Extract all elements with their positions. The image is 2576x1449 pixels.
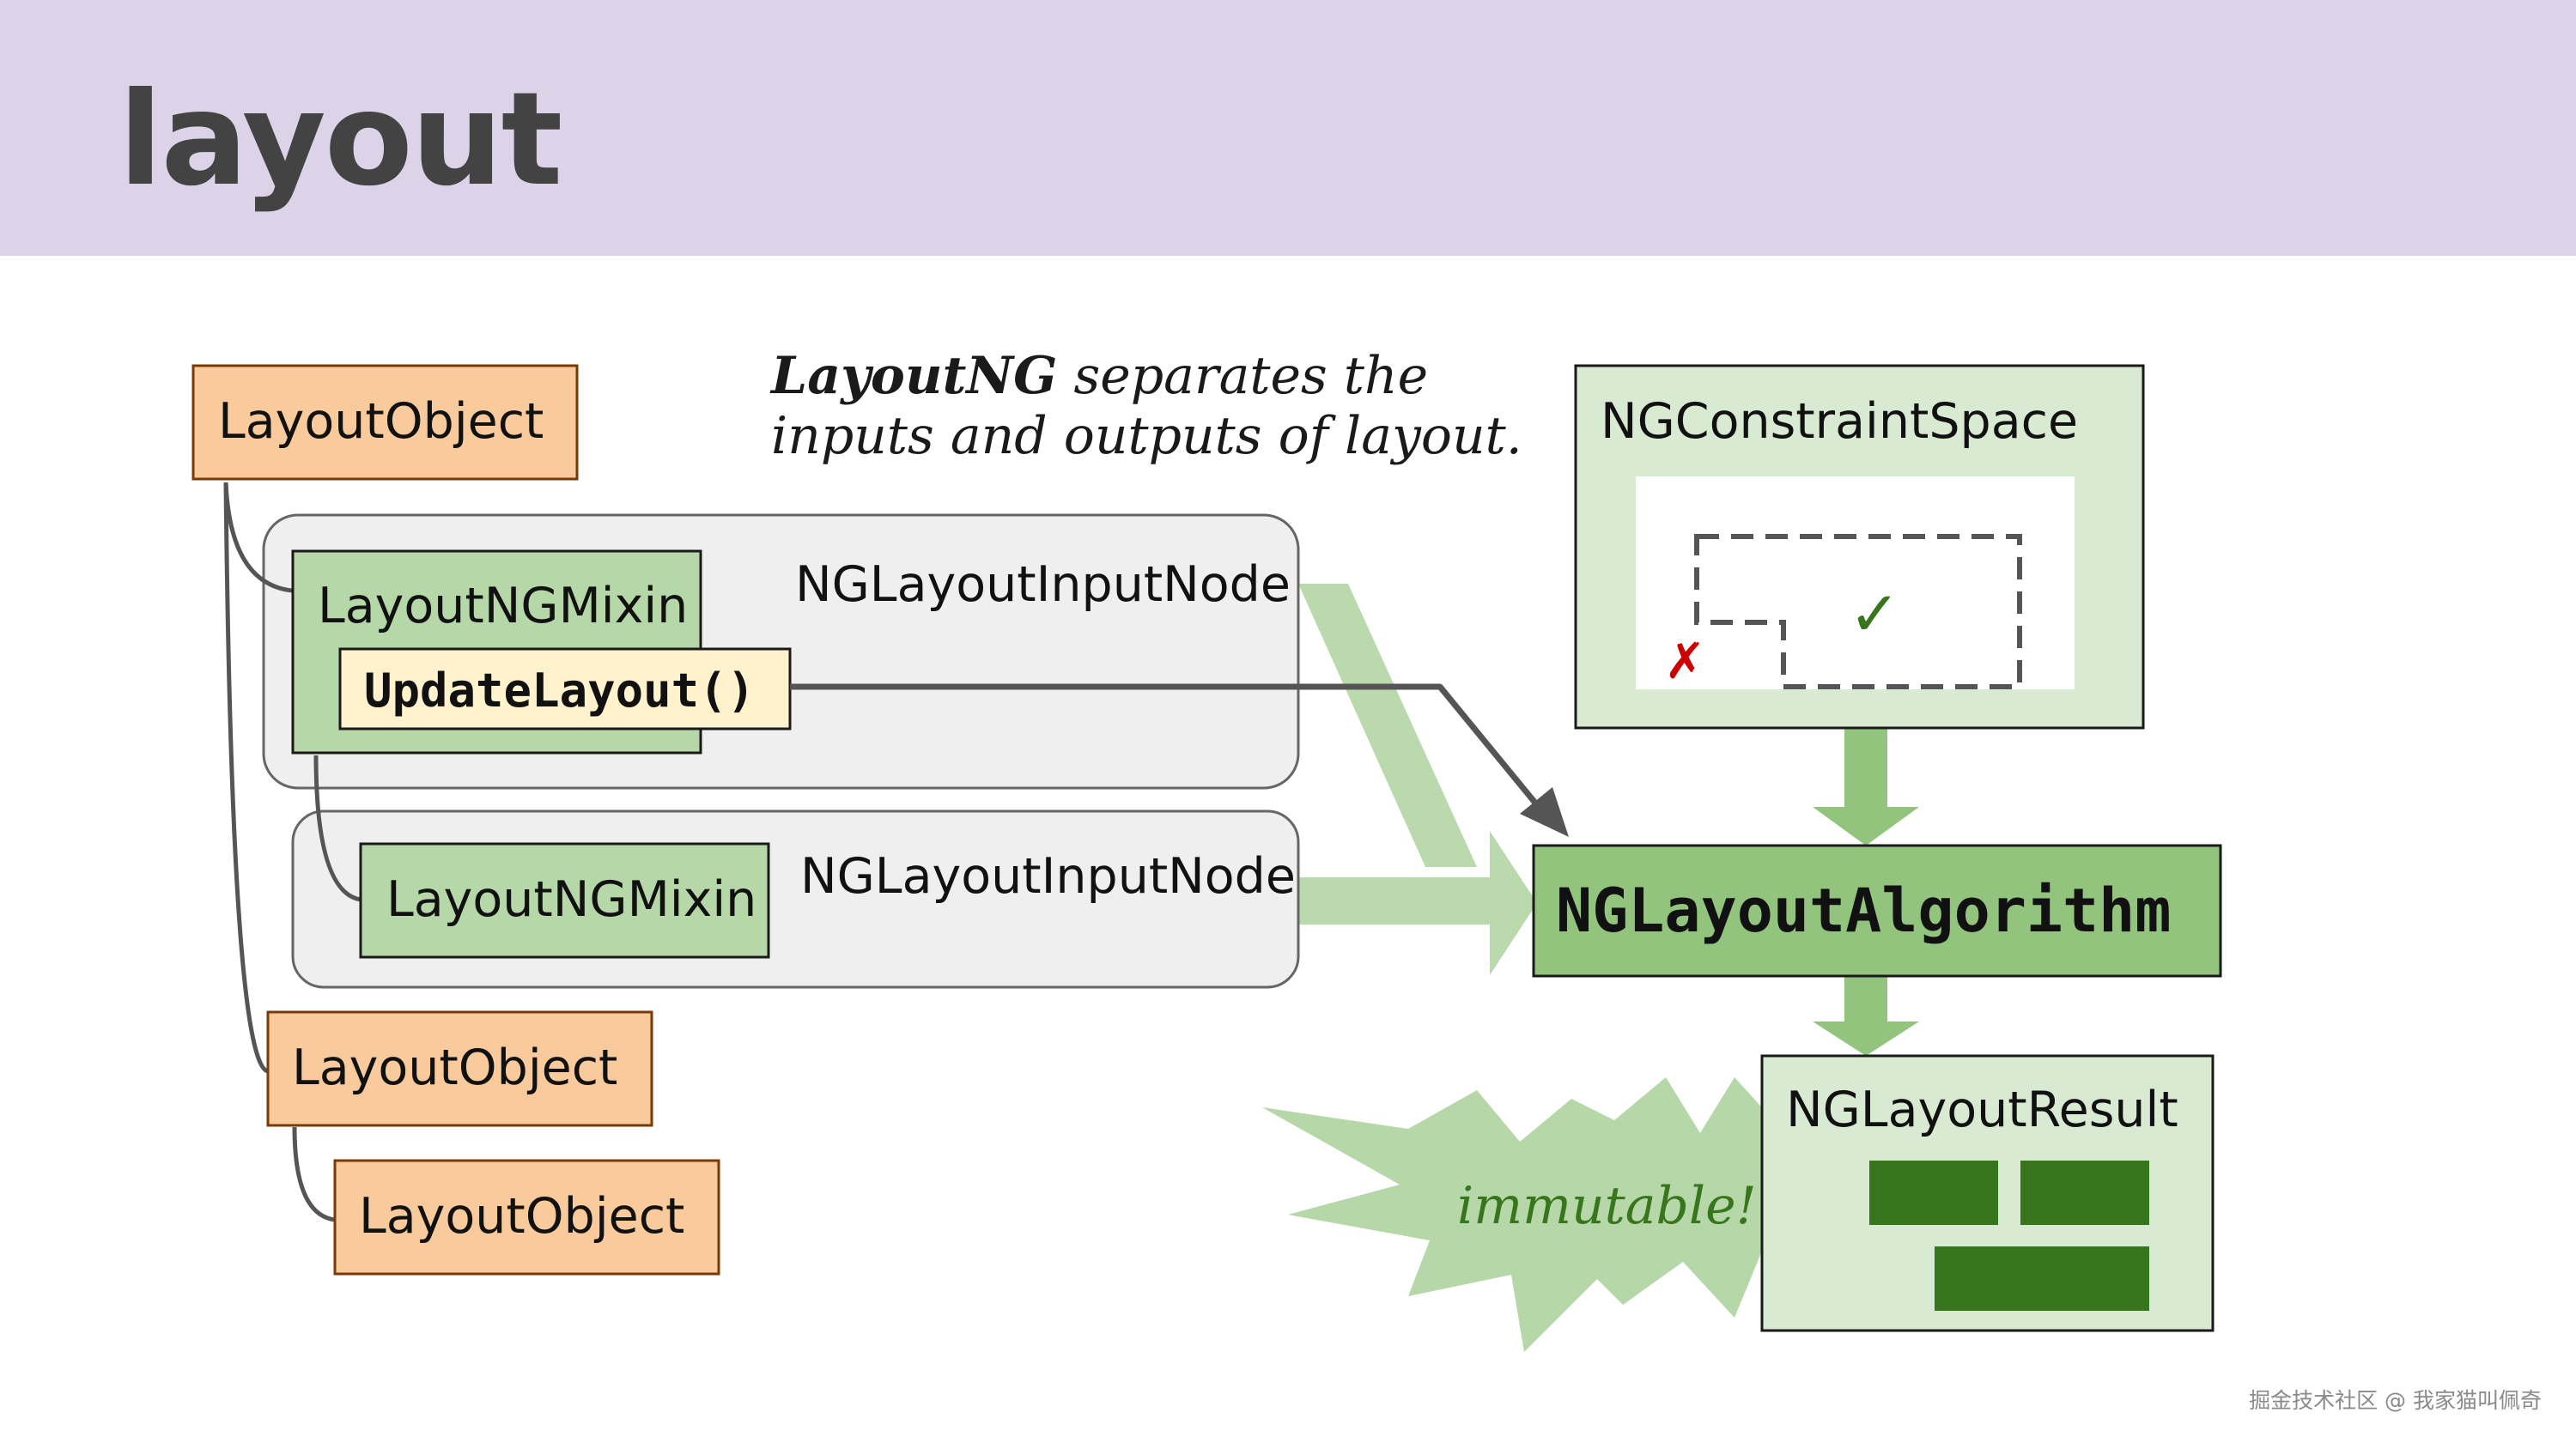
input-flow-arrow-2 [1298,831,1537,975]
result-fragment-3 [1935,1246,2149,1311]
input-node-label-2: NGLayoutInputNode [800,848,1296,905]
constraint-space-canvas [1636,476,2075,689]
result-fragment-1 [1869,1161,1998,1225]
layout-algorithm-box: NGLayoutAlgorithm [1532,844,2222,978]
result-fragment-2 [2020,1161,2149,1225]
algorithm-to-result-arrow [1813,977,1919,1056]
slide-title: layout [118,65,562,215]
layout-object-label-3: LayoutObject [359,1188,684,1245]
tree-connector-root-to-object-2 [223,482,270,1074]
update-layout-call-arrow [790,683,1548,818]
layout-result-box: NGLayoutResult [1760,1054,2215,1332]
watermark: 掘金技术社区 @ 我家猫叫佩奇 [2249,1388,2542,1413]
check-mark-icon: ✓ [1849,578,1900,650]
immutable-label: immutable! [1457,1176,1757,1236]
update-layout-box: UpdateLayout() [338,647,792,731]
layout-object-label-1: LayoutObject [218,393,544,450]
layout-object-box-1: LayoutObject [191,364,579,481]
constraint-space-box: NGConstraintSpace ✓ ✗ [1574,364,2145,730]
update-layout-label: UpdateLayout() [364,664,755,718]
input-flow-arrow-1 [1298,584,1477,867]
input-node-label-1: NGLayoutInputNode [795,556,1291,613]
layout-ng-mixin-label-1: LayoutNGMixin [318,578,688,634]
caption-line-1: LayoutNG separates the [769,346,1428,406]
constraint-space-title: NGConstraintSpace [1601,393,2078,450]
layout-algorithm-label: NGLayoutAlgorithm [1556,876,2171,946]
layout-result-title: NGLayoutResult [1786,1082,2178,1138]
immutable-burst [1262,1077,1850,1352]
title-bar: layout [0,0,2576,256]
cross-mark-icon: ✗ [1664,632,1706,690]
layout-ng-mixin-label-2: LayoutNGMixin [386,871,756,928]
layout-ng-mixin-box-2: LayoutNGMixin [359,842,770,959]
layout-object-label-2: LayoutObject [292,1040,617,1096]
constraint-to-algorithm-arrow [1813,728,1919,846]
update-layout-call-arrowhead [1520,787,1569,837]
layout-object-box-3: LayoutObject [333,1159,720,1276]
layout-object-box-2: LayoutObject [266,1010,653,1127]
caption-line-1-rest: separates the [1057,346,1428,406]
caption-bold-term: LayoutNG [769,346,1057,406]
caption-line-2: inputs and outputs of layout. [771,406,1522,466]
constraint-space-available-area [1694,534,2022,689]
tree-connector-mixin-to-mixin [313,755,361,902]
tree-connector-object-2-to-object-3 [292,1126,336,1222]
